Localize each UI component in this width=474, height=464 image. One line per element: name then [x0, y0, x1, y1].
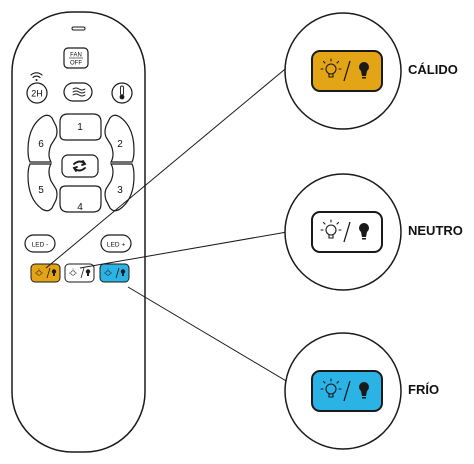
fan-off-button[interactable]: FAN OFF	[63, 47, 89, 69]
slash-divider	[343, 221, 351, 243]
led-plus-button[interactable]: LED +	[100, 234, 132, 253]
speed-3-button[interactable]	[104, 163, 135, 212]
callout-label-cold: FRÍO	[408, 382, 440, 397]
speed-2-button[interactable]	[104, 114, 135, 163]
remote-slot	[71, 26, 86, 31]
remote-body	[11, 11, 146, 453]
light-bulb-solid-icon	[359, 62, 369, 79]
light-bulb-rays-icon	[320, 219, 342, 239]
fan-off-label-2: OFF	[70, 61, 82, 67]
led-minus-label: LED -	[32, 242, 49, 249]
callout-label-warm: CÁLIDO	[408, 62, 458, 77]
speed-4-label: 4	[77, 202, 83, 213]
leader-line-cold	[127, 286, 289, 383]
speed-2-label: 2	[117, 139, 123, 150]
callout-cold-button	[311, 370, 383, 412]
speed-1-button[interactable]	[59, 113, 102, 141]
light-bulb-rays-icon	[104, 268, 112, 276]
light-bulb-rays-icon	[320, 58, 342, 78]
light-bulb-solid-icon	[51, 269, 57, 276]
timer-2h-label: 2H	[31, 89, 43, 99]
slash-divider	[343, 380, 351, 402]
fan-off-label-1: FAN	[70, 53, 82, 59]
light-bulb-solid-icon	[120, 269, 126, 276]
wifi-icon	[30, 72, 43, 81]
light-bulb-rays-icon	[69, 268, 77, 276]
speed-5-label: 5	[38, 185, 44, 196]
leader-line-warm	[45, 59, 297, 269]
callout-label-neutral: NEUTRO	[408, 223, 463, 238]
remote-cold-button[interactable]	[99, 263, 130, 283]
reverse-button[interactable]	[61, 154, 99, 178]
callout-warm-button	[311, 50, 383, 92]
light-bulb-rays-icon	[320, 378, 342, 398]
leader-line-neutral	[79, 231, 288, 269]
remote-neutral-button[interactable]	[64, 263, 95, 283]
remote-warm-button[interactable]	[30, 263, 61, 283]
thermometer-icon	[119, 85, 125, 100]
speed-5-button[interactable]	[27, 163, 58, 212]
speed-6-label: 6	[38, 139, 44, 150]
speed-pad	[27, 113, 135, 213]
led-plus-label: LED +	[107, 242, 125, 249]
speed-1-label: 1	[77, 122, 83, 133]
slash-divider	[343, 60, 351, 82]
light-bulb-solid-icon	[359, 223, 369, 240]
light-bulb-solid-icon	[359, 382, 369, 399]
timer-2h-button[interactable]: 2H	[26, 82, 48, 104]
breeze-button[interactable]	[63, 82, 93, 102]
callout-neutral-button	[311, 211, 383, 253]
speed-3-label: 3	[117, 185, 123, 196]
light-bulb-solid-icon	[85, 269, 91, 276]
speed-4-button[interactable]	[59, 185, 102, 213]
speed-6-button[interactable]	[27, 114, 58, 163]
led-minus-button[interactable]: LED -	[24, 234, 56, 253]
breeze-icon	[72, 87, 86, 97]
reverse-icon	[72, 160, 87, 172]
light-bulb-rays-icon	[35, 268, 43, 276]
thermometer-button[interactable]	[111, 82, 133, 104]
